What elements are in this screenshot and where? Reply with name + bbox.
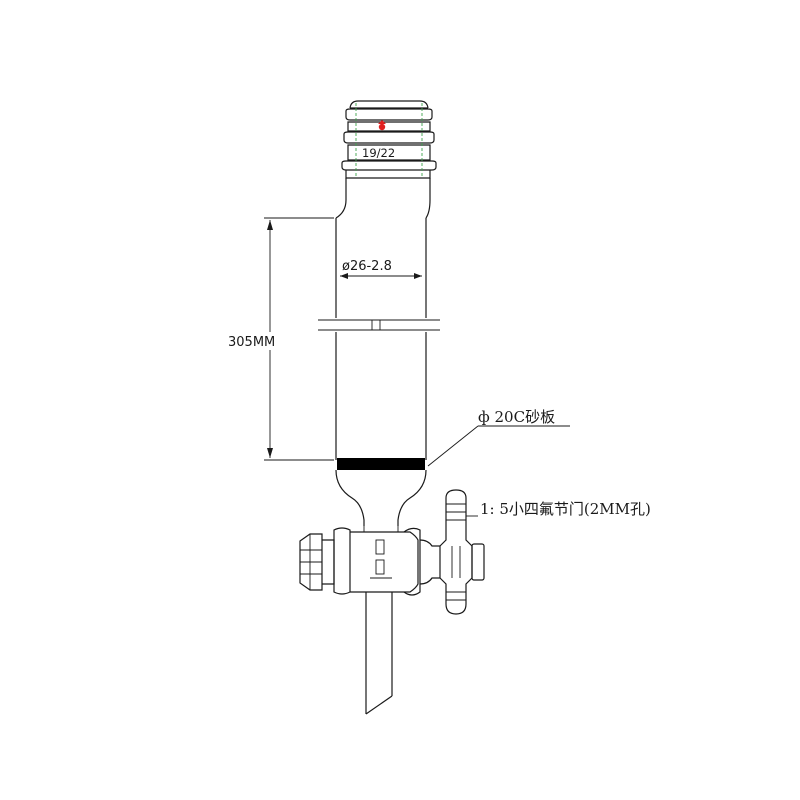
joint-size-label: 19/22 xyxy=(362,146,395,160)
length-dimension: 305MM xyxy=(226,217,334,461)
funnel-bulb xyxy=(335,469,427,526)
column-body xyxy=(318,218,440,470)
stopcock-callout: 1: 5小四氟节门(2MM孔) xyxy=(466,500,651,518)
frit-label: ф 20C砂板 xyxy=(478,408,555,426)
column-neck xyxy=(335,178,431,219)
diameter-label: ø26-2.8 xyxy=(342,259,392,274)
joint-marker-icon xyxy=(378,120,386,131)
stopcock xyxy=(299,489,485,615)
stopcock-handle xyxy=(439,489,485,615)
frit-callout: ф 20C砂板 xyxy=(427,408,570,467)
length-label: 305MM xyxy=(228,335,275,350)
ground-joint: 19/22 xyxy=(341,100,437,179)
frit-plate xyxy=(337,458,425,470)
stopcock-nut xyxy=(299,533,323,591)
outlet-tip xyxy=(365,592,393,715)
diameter-dimension: ø26-2.8 xyxy=(340,259,422,279)
stopcock-label: 1: 5小四氟节门(2MM孔) xyxy=(480,500,651,518)
